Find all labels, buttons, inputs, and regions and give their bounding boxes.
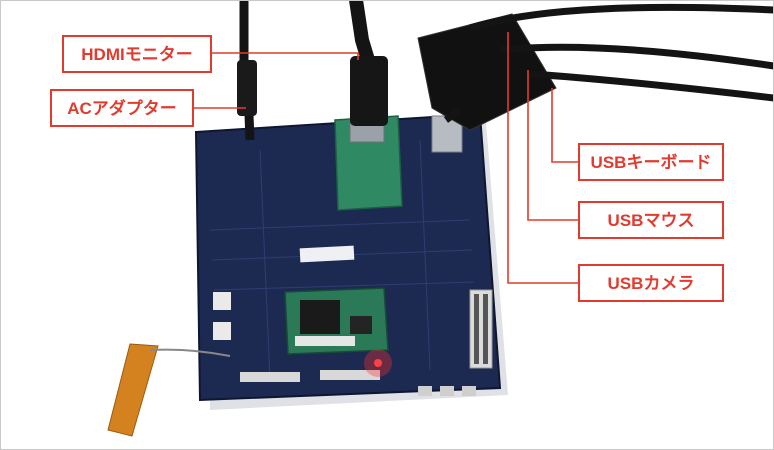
cam-connector-0 [240, 372, 300, 382]
usb-camera-callout: USBカメラ [578, 264, 724, 302]
status-led [374, 359, 382, 367]
som-chip-2 [350, 316, 372, 334]
motor-connector [213, 292, 231, 310]
hdmi-plug [350, 56, 388, 126]
hdmi-monitor-callout: HDMIモニター [62, 35, 212, 73]
pin-header [469, 289, 493, 369]
usb-cables [443, 3, 774, 123]
flex-cable [107, 343, 159, 437]
som-sticker [295, 336, 355, 346]
cam-connector-1 [320, 370, 380, 380]
antenna-wire [149, 348, 231, 357]
usb-keyboard-callout: USBキーボード [578, 143, 724, 181]
board-buttons [418, 386, 476, 396]
callout-lines [194, 32, 578, 284]
pin-header-pins [474, 294, 488, 364]
ac-plug [237, 60, 257, 116]
motor-connector-2 [213, 322, 231, 340]
ac-adapter-callout: ACアダプター [50, 89, 194, 127]
hdmi-cable [349, 0, 375, 63]
board-sticker [299, 245, 355, 263]
som-chip [300, 300, 340, 334]
usb-mouse-callout: USBマウス [578, 201, 724, 239]
